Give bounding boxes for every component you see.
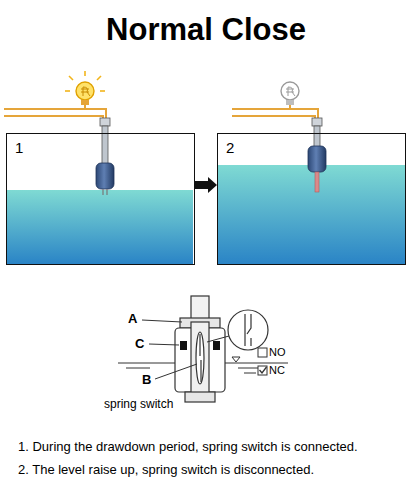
leader-line xyxy=(207,336,229,342)
checkbox xyxy=(258,348,267,357)
water xyxy=(7,190,193,264)
off-bulb xyxy=(286,87,295,96)
leader-line xyxy=(142,320,182,322)
lit-bulb xyxy=(84,71,86,76)
lit-bulb xyxy=(76,82,94,100)
water-line xyxy=(225,363,288,364)
float-section xyxy=(175,328,225,392)
magnifier xyxy=(247,314,251,334)
magnet xyxy=(180,341,220,350)
lit-bulb xyxy=(100,90,105,92)
contact-option: NO xyxy=(269,346,286,358)
checkbox xyxy=(260,367,267,373)
off-bulb xyxy=(281,82,299,100)
part-letter: A xyxy=(128,311,137,326)
float-switch xyxy=(100,118,110,126)
tank-panel: 2 xyxy=(217,133,406,265)
float-switch xyxy=(312,118,322,126)
float-section xyxy=(175,296,225,402)
float-switch xyxy=(96,163,114,189)
magnifier xyxy=(250,338,251,346)
magnifier xyxy=(228,310,268,350)
float-switch xyxy=(315,172,319,192)
panel-number: 1 xyxy=(7,134,23,156)
magnifier xyxy=(244,314,245,346)
magnet xyxy=(180,341,187,350)
off-bulb xyxy=(289,105,291,109)
water xyxy=(218,165,405,264)
title: Normal Close xyxy=(0,12,412,48)
float-switch xyxy=(308,146,326,172)
water-line xyxy=(118,363,175,364)
tank-panel: 1 xyxy=(6,133,195,265)
float-switch xyxy=(102,189,103,195)
float-section xyxy=(191,296,209,320)
float-switch xyxy=(106,189,107,195)
leader-line xyxy=(155,364,197,379)
lit-bulb xyxy=(81,100,89,105)
wire xyxy=(232,116,315,120)
lit-bulb xyxy=(81,87,90,96)
wire xyxy=(4,116,103,120)
wire xyxy=(4,109,318,120)
magnet xyxy=(213,341,220,350)
float-section xyxy=(200,360,201,382)
part-name: spring switch xyxy=(104,397,173,411)
checkbox xyxy=(258,366,267,375)
contact-option: NC xyxy=(269,364,285,376)
float-switch xyxy=(308,118,326,192)
float-section xyxy=(196,332,204,384)
float-switch xyxy=(96,118,114,195)
water-line xyxy=(244,373,256,374)
float-section xyxy=(191,322,209,396)
magnifier xyxy=(228,310,268,350)
lit-bulb xyxy=(65,90,70,92)
leader-line xyxy=(149,344,179,345)
water-line xyxy=(126,368,150,369)
note: 2. The level raise up, spring switch is … xyxy=(18,462,314,477)
water-line xyxy=(232,357,240,362)
part-letter: B xyxy=(142,372,151,387)
lit-bulb xyxy=(69,76,73,80)
float-section xyxy=(185,392,215,402)
lit-bulb xyxy=(65,71,105,109)
off-bulb xyxy=(281,82,299,109)
block-arrow xyxy=(195,177,217,193)
panel-number: 2 xyxy=(218,134,234,156)
part-letter: C xyxy=(135,336,144,351)
lit-bulb xyxy=(84,105,86,109)
leader-line xyxy=(142,320,229,379)
float-section xyxy=(199,334,200,356)
lit-bulb xyxy=(97,76,101,80)
off-bulb xyxy=(286,100,294,105)
note: 1. During the drawdown period, spring sw… xyxy=(18,439,358,454)
float-switch xyxy=(314,126,320,148)
checkbox xyxy=(258,348,267,375)
